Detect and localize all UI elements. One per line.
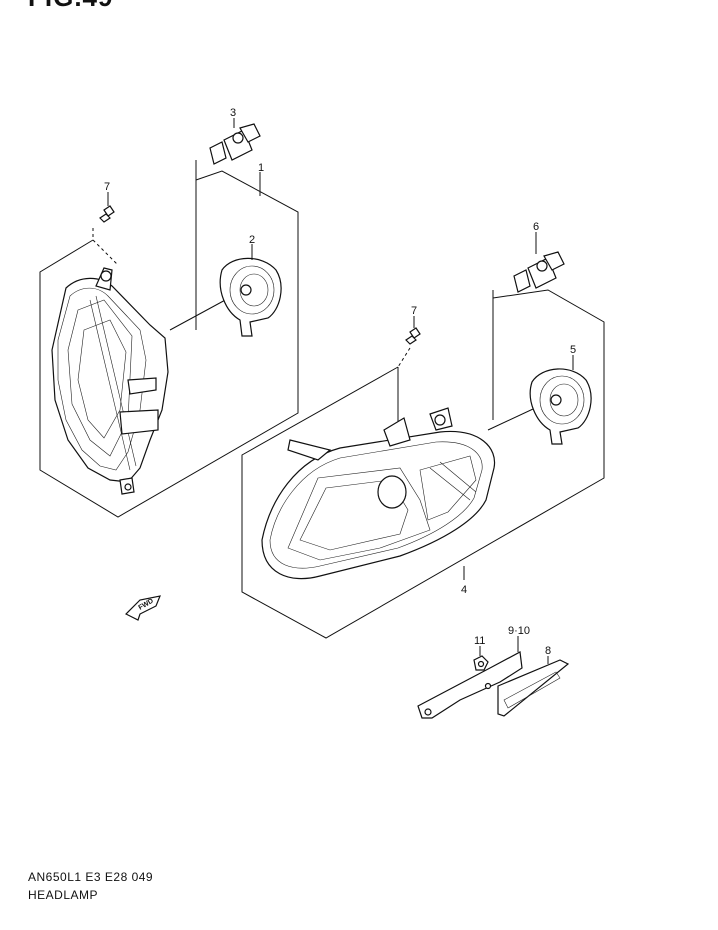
screw-guide-line-2 <box>92 239 119 266</box>
callout-1: 1 <box>258 162 264 174</box>
callout-7-right: 7 <box>411 305 417 317</box>
bulb-3 <box>209 123 261 165</box>
nut-11 <box>473 655 489 671</box>
callout-7-left: 7 <box>104 181 110 193</box>
figure-title: FIG.49 <box>28 0 113 13</box>
reflector-8 <box>497 659 570 717</box>
bracket-9-10 <box>417 651 523 719</box>
fwd-arrow-icon: FWD <box>124 595 161 621</box>
socket-2 <box>219 257 282 337</box>
callout-6: 6 <box>533 221 539 233</box>
callout-3: 3 <box>230 107 236 119</box>
screw-icon <box>405 327 421 345</box>
assembly-1-frame <box>39 160 299 518</box>
headlamp-right <box>261 407 496 580</box>
callout-8: 8 <box>545 645 551 657</box>
callout-11: 11 <box>474 635 485 647</box>
figure-name: HEADLAMP <box>28 888 99 902</box>
assembly-4-frame <box>241 289 605 639</box>
callout-5: 5 <box>570 344 576 356</box>
socket-5 <box>529 368 592 445</box>
callout-9-10: 9·10 <box>508 625 530 637</box>
callout-2: 2 <box>249 234 255 246</box>
screw-guide-line-right <box>397 347 411 368</box>
figure-code: AN650L1 E3 E28 049 <box>28 870 154 884</box>
callout-4: 4 <box>461 584 467 596</box>
bulb-6 <box>513 251 565 293</box>
headlamp-left <box>51 267 169 495</box>
screw-icon <box>99 205 115 223</box>
